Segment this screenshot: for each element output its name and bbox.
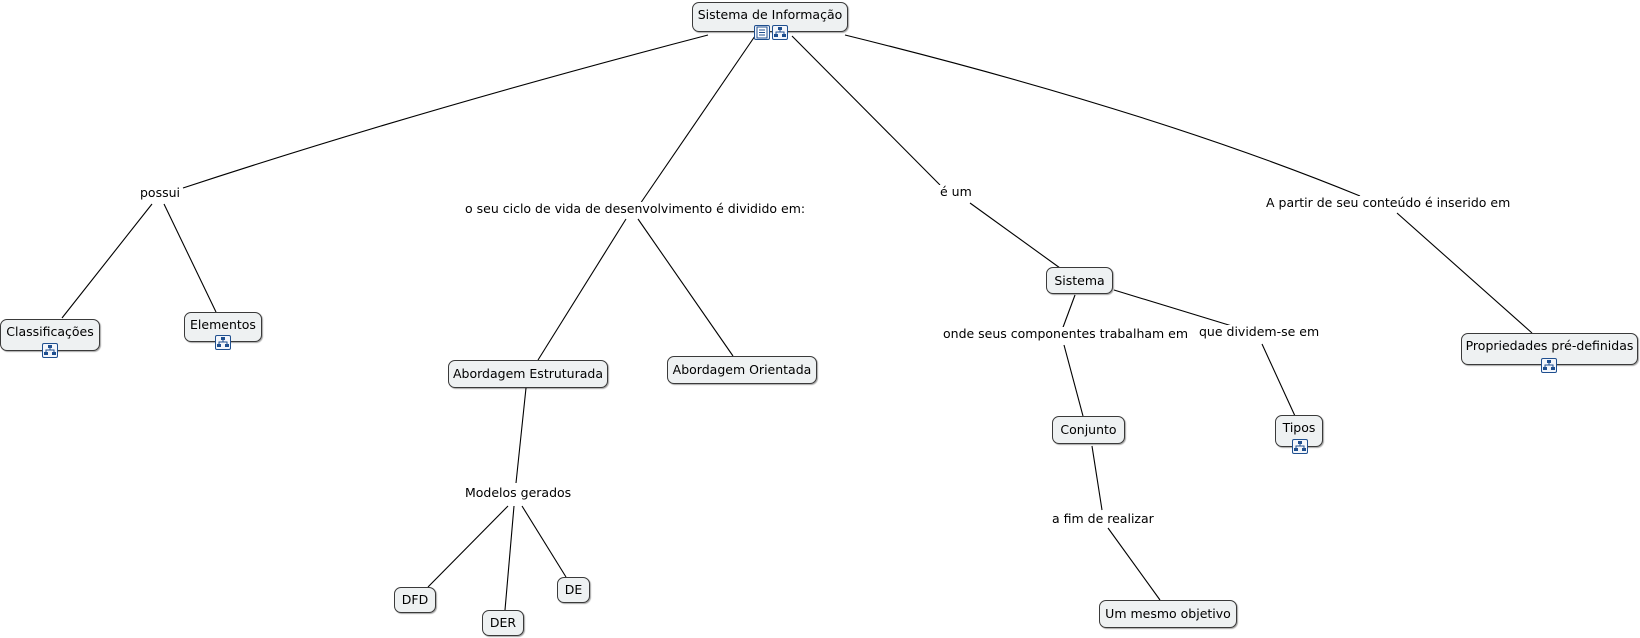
connector [1063,344,1084,417]
connector [163,203,217,313]
link-phrase-dividem: que dividem-se em [1197,324,1322,339]
concept-label: Um mesmo objetivo [1105,606,1231,621]
link-phrase-modelos: Modelos gerados [463,485,574,500]
connector [791,35,941,186]
concept-dfd[interactable]: DFD [394,587,436,613]
concept-label: Sistema de Informação [697,7,843,22]
concept-label: DE [564,582,583,597]
link-phrase-ciclo: o seu ciclo de vida de desenvolvimento é… [463,201,808,216]
connector [537,218,627,361]
connector [969,202,1061,269]
concept-abordagem-estruturada[interactable]: Abordagem Estruturada [448,360,608,388]
concept-map-icon[interactable] [1541,358,1557,373]
concept-label: Classificações [6,324,94,339]
concept-tipos[interactable]: Tipos [1275,415,1323,447]
link-phrase-fim: a fim de realizar [1050,511,1156,526]
concept-map-icon[interactable] [215,335,231,350]
concept-sistema[interactable]: Sistema [1046,267,1113,294]
concept-map-icon[interactable] [1292,439,1308,454]
connector [427,505,509,588]
concept-um-mesmo-objetivo[interactable]: Um mesmo objetivo [1099,600,1237,628]
connector [637,218,734,357]
connector [1061,294,1076,331]
concept-map-icon[interactable] [42,343,58,358]
connector [504,505,515,611]
concept-abordagem-orientada[interactable]: Abordagem Orientada [667,356,817,384]
concept-label: Propriedades pré-definidas [1465,338,1634,353]
link-phrase-a-partir: A partir de seu conteúdo é inserido em [1264,195,1513,210]
connector [1091,445,1103,511]
connector [1113,289,1233,327]
connector [844,34,1361,197]
connector [61,203,153,319]
concept-label: Sistema [1054,272,1105,288]
resource-list-icon[interactable] [754,25,770,40]
concept-label: DFD [401,592,429,607]
connector [639,35,756,205]
concept-label: Elementos [190,317,256,332]
concept-label: Conjunto [1060,422,1117,437]
connector [1396,212,1533,334]
connector [1107,527,1161,601]
concept-map-icon[interactable] [772,25,788,40]
link-phrase-componentes: onde seus componentes trabalham em [941,326,1191,341]
concept-der[interactable]: DER [482,610,524,636]
concept-label: Abordagem Estruturada [452,366,603,381]
concept-label: Abordagem Orientada [672,362,812,377]
connector [521,505,567,578]
connector [1261,343,1296,417]
concept-label: DER [489,615,517,630]
link-phrase-e-um: é um [938,184,974,199]
concept-label: Tipos [1282,420,1316,435]
concept-de[interactable]: DE [557,577,590,603]
connector [515,387,527,484]
connector [182,34,709,189]
concept-conjunto[interactable]: Conjunto [1052,416,1125,444]
link-phrase-possui: possui [138,185,183,200]
concept-root[interactable]: Sistema de Informação [692,2,848,32]
